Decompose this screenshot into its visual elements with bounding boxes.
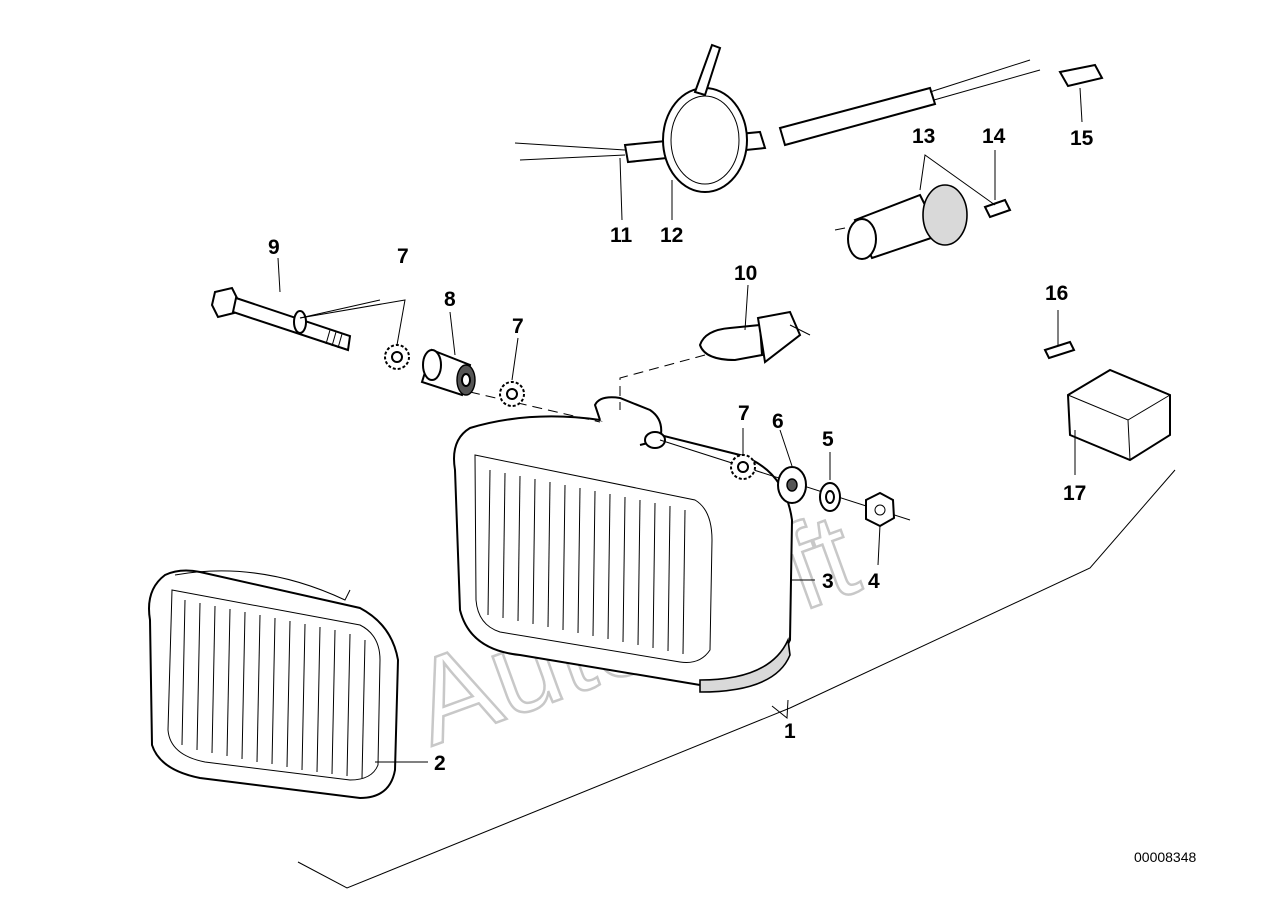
callout-7c: 7	[738, 402, 750, 425]
lamp-housing-part	[453, 396, 794, 693]
bulb-part	[698, 310, 811, 364]
callout-8: 8	[444, 288, 456, 311]
callout-6: 6	[772, 410, 784, 433]
callout-4: 4	[868, 570, 880, 593]
callout-3: 3	[822, 570, 834, 593]
callout-labels: 1 2 3 4 5 6 7 7 7 8 9 10 11 12 13 14 15 …	[268, 125, 1094, 775]
assembly-bracket-outline	[297, 469, 1176, 889]
callout-11: 11	[610, 224, 633, 247]
spring-washer-part	[819, 482, 841, 512]
connector-part	[1058, 63, 1104, 88]
callout-13: 13	[912, 125, 935, 148]
callout-9: 9	[268, 236, 280, 259]
bolt-part	[210, 286, 352, 352]
callout-7b: 7	[512, 315, 524, 338]
lock-washer-part	[499, 381, 525, 407]
callout-5: 5	[822, 428, 834, 451]
lock-washer-part	[730, 454, 756, 480]
flat-washer-part	[777, 466, 807, 504]
callout-2: 2	[434, 752, 446, 775]
bulb-socket-part	[834, 184, 968, 260]
relay-part	[1066, 368, 1171, 462]
document-id: 00008348	[1134, 849, 1197, 865]
lock-washer-part	[384, 344, 410, 370]
wiring-cable-part	[514, 59, 1041, 164]
callout-14: 14	[982, 125, 1006, 148]
small-bulb-part	[983, 198, 1012, 219]
leader-lines	[277, 87, 1083, 763]
spacer-bushing-part	[420, 348, 476, 397]
fuse-part	[1043, 340, 1076, 360]
callout-10: 10	[734, 262, 757, 285]
hex-nut-part	[865, 491, 896, 528]
callout-12: 12	[660, 224, 683, 247]
callout-15: 15	[1070, 127, 1094, 150]
callout-7a: 7	[397, 245, 409, 268]
callout-16: 16	[1045, 282, 1068, 305]
front-lens-part	[148, 569, 400, 800]
grommet-ring-part	[662, 43, 748, 193]
callout-1: 1	[784, 720, 796, 743]
callout-17: 17	[1063, 482, 1086, 505]
